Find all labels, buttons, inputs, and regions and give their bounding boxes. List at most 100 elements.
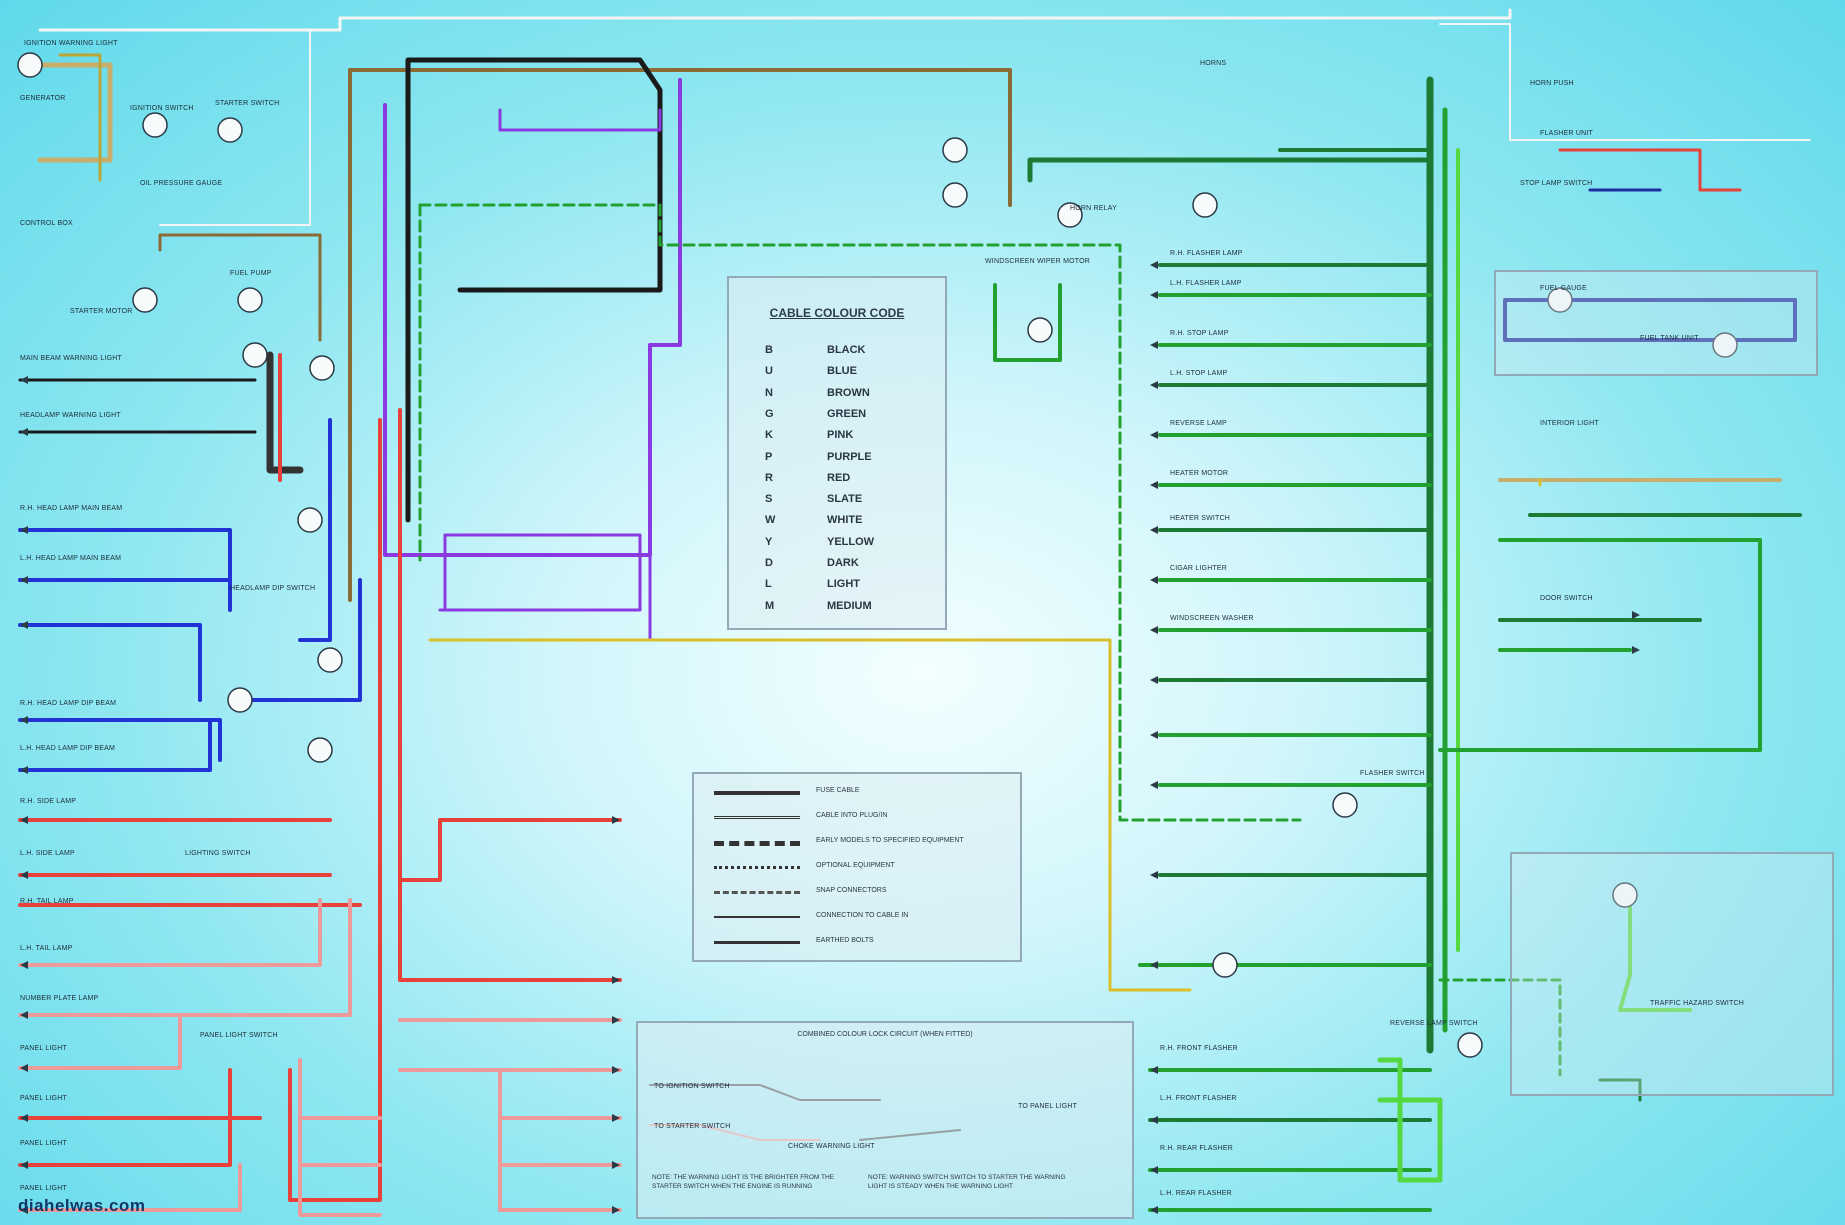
right-component-label: L.H. FLASHER LAMP <box>1170 280 1242 287</box>
terminal-arrow-left <box>20 526 28 534</box>
component-symbol-6 <box>309 355 335 381</box>
colour-code-letter: B <box>765 344 773 356</box>
colour-code-letter: G <box>765 407 774 420</box>
left-component-label: STARTER SWITCH <box>215 100 280 107</box>
terminal-arrow-left <box>20 1064 28 1072</box>
left-component-label: MAIN BEAM WARNING LIGHT <box>20 355 122 362</box>
terminal-arrow-mid <box>612 1016 620 1024</box>
blue-headlamp-wire-0 <box>18 528 232 612</box>
blue-headlamp-wire-6 <box>298 418 332 642</box>
wire-key-label: EARTHED BOLTS <box>816 937 874 944</box>
left-component-label: R.H. SIDE LAMP <box>20 798 77 805</box>
right-component-label: R.H. FLASHER LAMP <box>1170 250 1243 257</box>
terminal-arrow-right <box>1150 1206 1158 1214</box>
terminal-arrow-left <box>20 1161 28 1169</box>
purple-left-loop <box>383 78 682 557</box>
colour-code-letter: K <box>765 429 773 442</box>
right-component-label: R.H. REAR FLASHER <box>1160 1145 1234 1152</box>
green-dashed-main <box>418 203 1302 822</box>
wire-key-symbol <box>714 866 800 869</box>
right-component-label: HEATER SWITCH <box>1170 515 1231 522</box>
left-component-label: LIGHTING SWITCH <box>185 850 251 857</box>
left-component-label: PANEL LIGHT <box>20 1045 67 1052</box>
component-symbol-2 <box>217 117 243 143</box>
colour-code-name: BLUE <box>827 365 857 378</box>
wire-key-row: FUSE CABLE <box>714 784 1004 802</box>
terminal-arrow-right <box>1150 341 1158 349</box>
left-component-label: R.H. HEAD LAMP DIP BEAM <box>20 700 117 707</box>
red-lighting-wire-14 <box>498 1068 622 1212</box>
white-feed-left <box>159 29 311 226</box>
component-symbol-3 <box>132 287 158 313</box>
component-symbol-16 <box>1212 952 1238 978</box>
red-lighting-wire-17 <box>298 1058 382 1217</box>
light-green-flasher <box>1377 1057 1443 1183</box>
green-top-link <box>1027 157 1433 183</box>
colour-code-name: PINK <box>827 429 854 442</box>
colour-code-letter: M <box>765 599 775 612</box>
right-component-label: FLASHER UNIT <box>1540 130 1593 137</box>
fuse-block <box>266 351 304 474</box>
colour-code-name: MEDIUM <box>827 599 872 612</box>
lamp-circuit-note-left: NOTE: THE WARNING LIGHT IS THE BRIGHTER … <box>652 1174 835 1190</box>
generator-feed <box>37 62 113 163</box>
right-component-label: INTERIOR LIGHT <box>1540 420 1599 427</box>
terminal-arrow-mid <box>612 1161 620 1169</box>
terminal-arrow-right <box>1150 576 1158 584</box>
terminal-arrow-right <box>1150 731 1158 739</box>
wire-key-row: CONNECTION TO CABLE IN <box>714 909 1004 927</box>
left-component-label: L.H. HEAD LAMP DIP BEAM <box>20 745 115 752</box>
terminal-arrow-left <box>20 816 28 824</box>
blue-headlamp-wire-4 <box>18 718 212 772</box>
right-component-label: CIGAR LIGHTER <box>1170 565 1228 572</box>
right-component-label: HORNS <box>1200 60 1227 67</box>
white-feed-right <box>1439 23 1811 141</box>
colour-code-name: WHITE <box>827 514 863 527</box>
colour-code-name: RED <box>827 471 851 484</box>
left-component-label: GENERATOR <box>20 95 66 102</box>
light-green-fuel <box>1618 898 1692 1012</box>
red-lighting-wire-10 <box>398 408 622 982</box>
colour-code-name: SLATE <box>827 493 863 506</box>
wire-key-label: SNAP CONNECTORS <box>816 887 887 894</box>
wire-key-label: FUSE CABLE <box>816 787 860 794</box>
wire-key-row: CABLE INTO PLUG/IN <box>714 809 1004 827</box>
wire-key-label: CONNECTION TO CABLE IN <box>816 912 909 919</box>
red-lighting-wire-3 <box>18 898 322 967</box>
left-component-label: PANEL LIGHT SWITCH <box>200 1032 278 1039</box>
terminal-arrow-mid <box>612 1114 620 1122</box>
terminal-arrow-left <box>20 621 28 629</box>
colour-code-name: DARK <box>827 557 859 569</box>
green-wiper-loop <box>993 283 1062 362</box>
wire-key-symbol <box>714 841 800 846</box>
lamp-circuit-label: TO IGNITION SWITCH <box>654 1083 730 1090</box>
green-fuel-link <box>1438 978 1562 1077</box>
terminal-arrow-left <box>20 1114 28 1122</box>
left-component-label: PANEL LIGHT <box>20 1185 67 1192</box>
terminal-arrow-mid <box>612 976 620 984</box>
component-symbol-0 <box>17 52 43 78</box>
blue-headlamp-wire-5 <box>238 578 362 702</box>
terminal-arrow-mid <box>612 1066 620 1074</box>
right-component-label: DOOR SWITCH <box>1540 595 1593 602</box>
wire-key-label: CABLE INTO PLUG/IN <box>816 812 888 819</box>
red-lighting-wire-5 <box>18 1013 182 1070</box>
lamp-circuit-label: CHOKE WARNING LIGHT <box>788 1143 875 1150</box>
component-symbol-10 <box>307 737 333 763</box>
red-lighting-wire-9 <box>288 418 382 1202</box>
left-component-label: IGNITION SWITCH <box>130 105 194 112</box>
terminal-arrow-right <box>1150 676 1158 684</box>
component-symbol-8 <box>317 647 343 673</box>
colour-code-title: CABLE COLOUR CODE <box>769 306 905 320</box>
left-component-label: HEADLAMP DIP SWITCH <box>230 585 316 592</box>
right-component-label: HORN RELAY <box>1070 205 1117 212</box>
wire-style-key: FUSE CABLE CABLE INTO PLUG/IN EARLY MODELS… <box>692 772 1022 962</box>
right-component-label: FUEL GAUGE <box>1540 285 1587 292</box>
wire-key-row: EARLY MODELS TO SPECIFIED EQUIPMENT <box>714 834 1004 852</box>
component-symbol-4 <box>237 287 263 313</box>
brown-main-feed <box>348 68 1012 207</box>
colour-code-name: PURPLE <box>827 450 872 463</box>
right-component-label: L.H. REAR FLASHER <box>1160 1190 1232 1197</box>
colour-code-letter: S <box>765 493 773 506</box>
